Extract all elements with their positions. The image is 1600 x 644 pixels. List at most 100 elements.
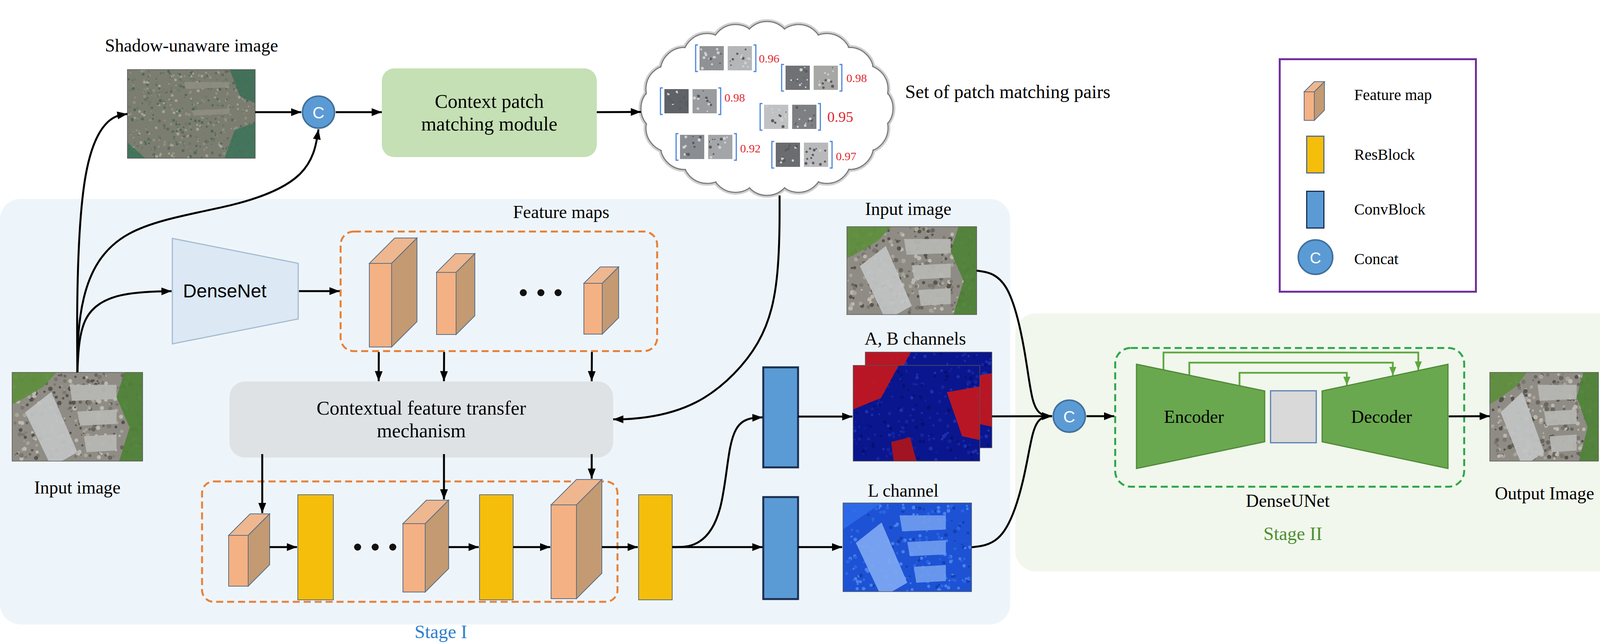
photo-texture bbox=[910, 280, 915, 285]
photo-texture bbox=[210, 137, 213, 140]
photo-texture bbox=[914, 403, 918, 407]
photo-texture bbox=[68, 379, 72, 383]
photo-texture bbox=[63, 417, 66, 419]
patch-texture bbox=[781, 125, 785, 129]
patch-texture bbox=[697, 94, 701, 98]
photo-texture bbox=[915, 261, 918, 264]
photo-texture bbox=[136, 106, 139, 110]
photo-texture bbox=[180, 78, 183, 82]
patch-texture bbox=[712, 153, 715, 156]
patch-texture bbox=[714, 138, 716, 140]
photo-texture bbox=[208, 75, 212, 79]
photo-texture bbox=[75, 452, 78, 455]
photo-texture bbox=[880, 401, 883, 404]
photo-texture bbox=[95, 402, 98, 405]
photo-texture bbox=[920, 433, 924, 437]
photo-texture bbox=[848, 273, 853, 278]
photo-texture bbox=[244, 116, 247, 120]
photo-texture bbox=[944, 412, 947, 415]
photo-texture bbox=[214, 134, 217, 137]
photo-texture bbox=[214, 132, 216, 134]
photo-texture bbox=[17, 432, 22, 437]
patch-texture bbox=[692, 135, 694, 138]
patch-texture bbox=[709, 101, 711, 103]
photo-texture bbox=[228, 105, 232, 110]
photo-texture bbox=[898, 434, 901, 437]
photo-texture bbox=[910, 395, 914, 400]
photo-texture bbox=[901, 258, 906, 264]
photo-texture bbox=[48, 386, 53, 392]
photo-texture bbox=[155, 84, 158, 86]
photo-texture bbox=[188, 134, 192, 138]
photo-texture bbox=[184, 112, 188, 116]
photo-texture bbox=[146, 97, 149, 100]
photo-texture bbox=[87, 406, 92, 410]
photo-texture bbox=[112, 433, 115, 435]
patch-texture bbox=[715, 48, 719, 51]
patch-texture bbox=[708, 57, 710, 60]
photo-texture bbox=[170, 94, 174, 97]
photo-texture bbox=[858, 425, 860, 428]
photo-texture bbox=[949, 448, 953, 452]
photo-texture bbox=[142, 91, 145, 94]
node-label: Feature maps bbox=[513, 202, 610, 223]
photo-texture bbox=[863, 427, 866, 430]
photo-texture bbox=[131, 87, 135, 91]
photo-texture bbox=[939, 307, 944, 312]
photo-texture bbox=[168, 98, 171, 101]
photo-texture bbox=[225, 98, 228, 102]
photo-texture bbox=[900, 425, 905, 430]
photo-texture bbox=[52, 391, 56, 394]
photo-texture bbox=[178, 73, 182, 76]
photo-texture bbox=[69, 415, 72, 418]
photo-texture bbox=[132, 136, 135, 139]
photo-texture bbox=[929, 389, 934, 394]
photo-texture bbox=[886, 447, 891, 452]
photo-texture bbox=[171, 130, 175, 133]
photo-texture bbox=[88, 454, 92, 457]
photo-texture bbox=[206, 118, 208, 120]
photo-texture bbox=[946, 424, 950, 428]
photo-texture bbox=[869, 425, 872, 428]
photo-texture bbox=[869, 291, 871, 294]
photo-texture bbox=[144, 88, 147, 91]
photo-texture bbox=[937, 399, 942, 403]
photo-texture bbox=[200, 116, 203, 119]
photo-region bbox=[229, 69, 256, 104]
patch-texture bbox=[803, 66, 806, 69]
photo-ground bbox=[846, 226, 977, 315]
photo-texture bbox=[205, 71, 208, 74]
set-bracket bbox=[753, 44, 756, 72]
photo-texture bbox=[13, 421, 17, 425]
photo-texture bbox=[968, 443, 971, 446]
photo-texture bbox=[179, 84, 183, 88]
photo-texture bbox=[178, 123, 181, 126]
photo-texture bbox=[184, 75, 186, 77]
patch-texture bbox=[810, 157, 813, 160]
score-number: 0.98 bbox=[724, 91, 746, 105]
photo-texture bbox=[200, 121, 204, 124]
photo-texture bbox=[894, 238, 897, 242]
photo-texture bbox=[69, 406, 72, 409]
text-holder: 0.96 bbox=[758, 51, 780, 66]
photo-texture bbox=[898, 268, 904, 273]
photo-texture bbox=[879, 434, 883, 437]
photo-texture bbox=[86, 379, 91, 383]
photo-texture bbox=[160, 91, 163, 94]
process-box: Contextual feature transfer mechanism bbox=[229, 381, 614, 458]
photo-texture bbox=[187, 113, 191, 117]
photo-texture bbox=[862, 254, 867, 259]
photo-texture bbox=[205, 75, 209, 78]
photo-texture bbox=[18, 427, 23, 432]
photo-texture bbox=[907, 389, 910, 392]
photo-texture bbox=[222, 152, 226, 156]
photo-texture bbox=[911, 418, 915, 423]
photo-frame bbox=[127, 69, 256, 159]
photo-texture bbox=[914, 235, 917, 238]
photo-texture bbox=[905, 370, 908, 373]
patch-texture bbox=[726, 136, 729, 139]
photo-texture bbox=[950, 520, 953, 522]
photo-region bbox=[853, 365, 899, 410]
photo-texture bbox=[180, 75, 183, 79]
